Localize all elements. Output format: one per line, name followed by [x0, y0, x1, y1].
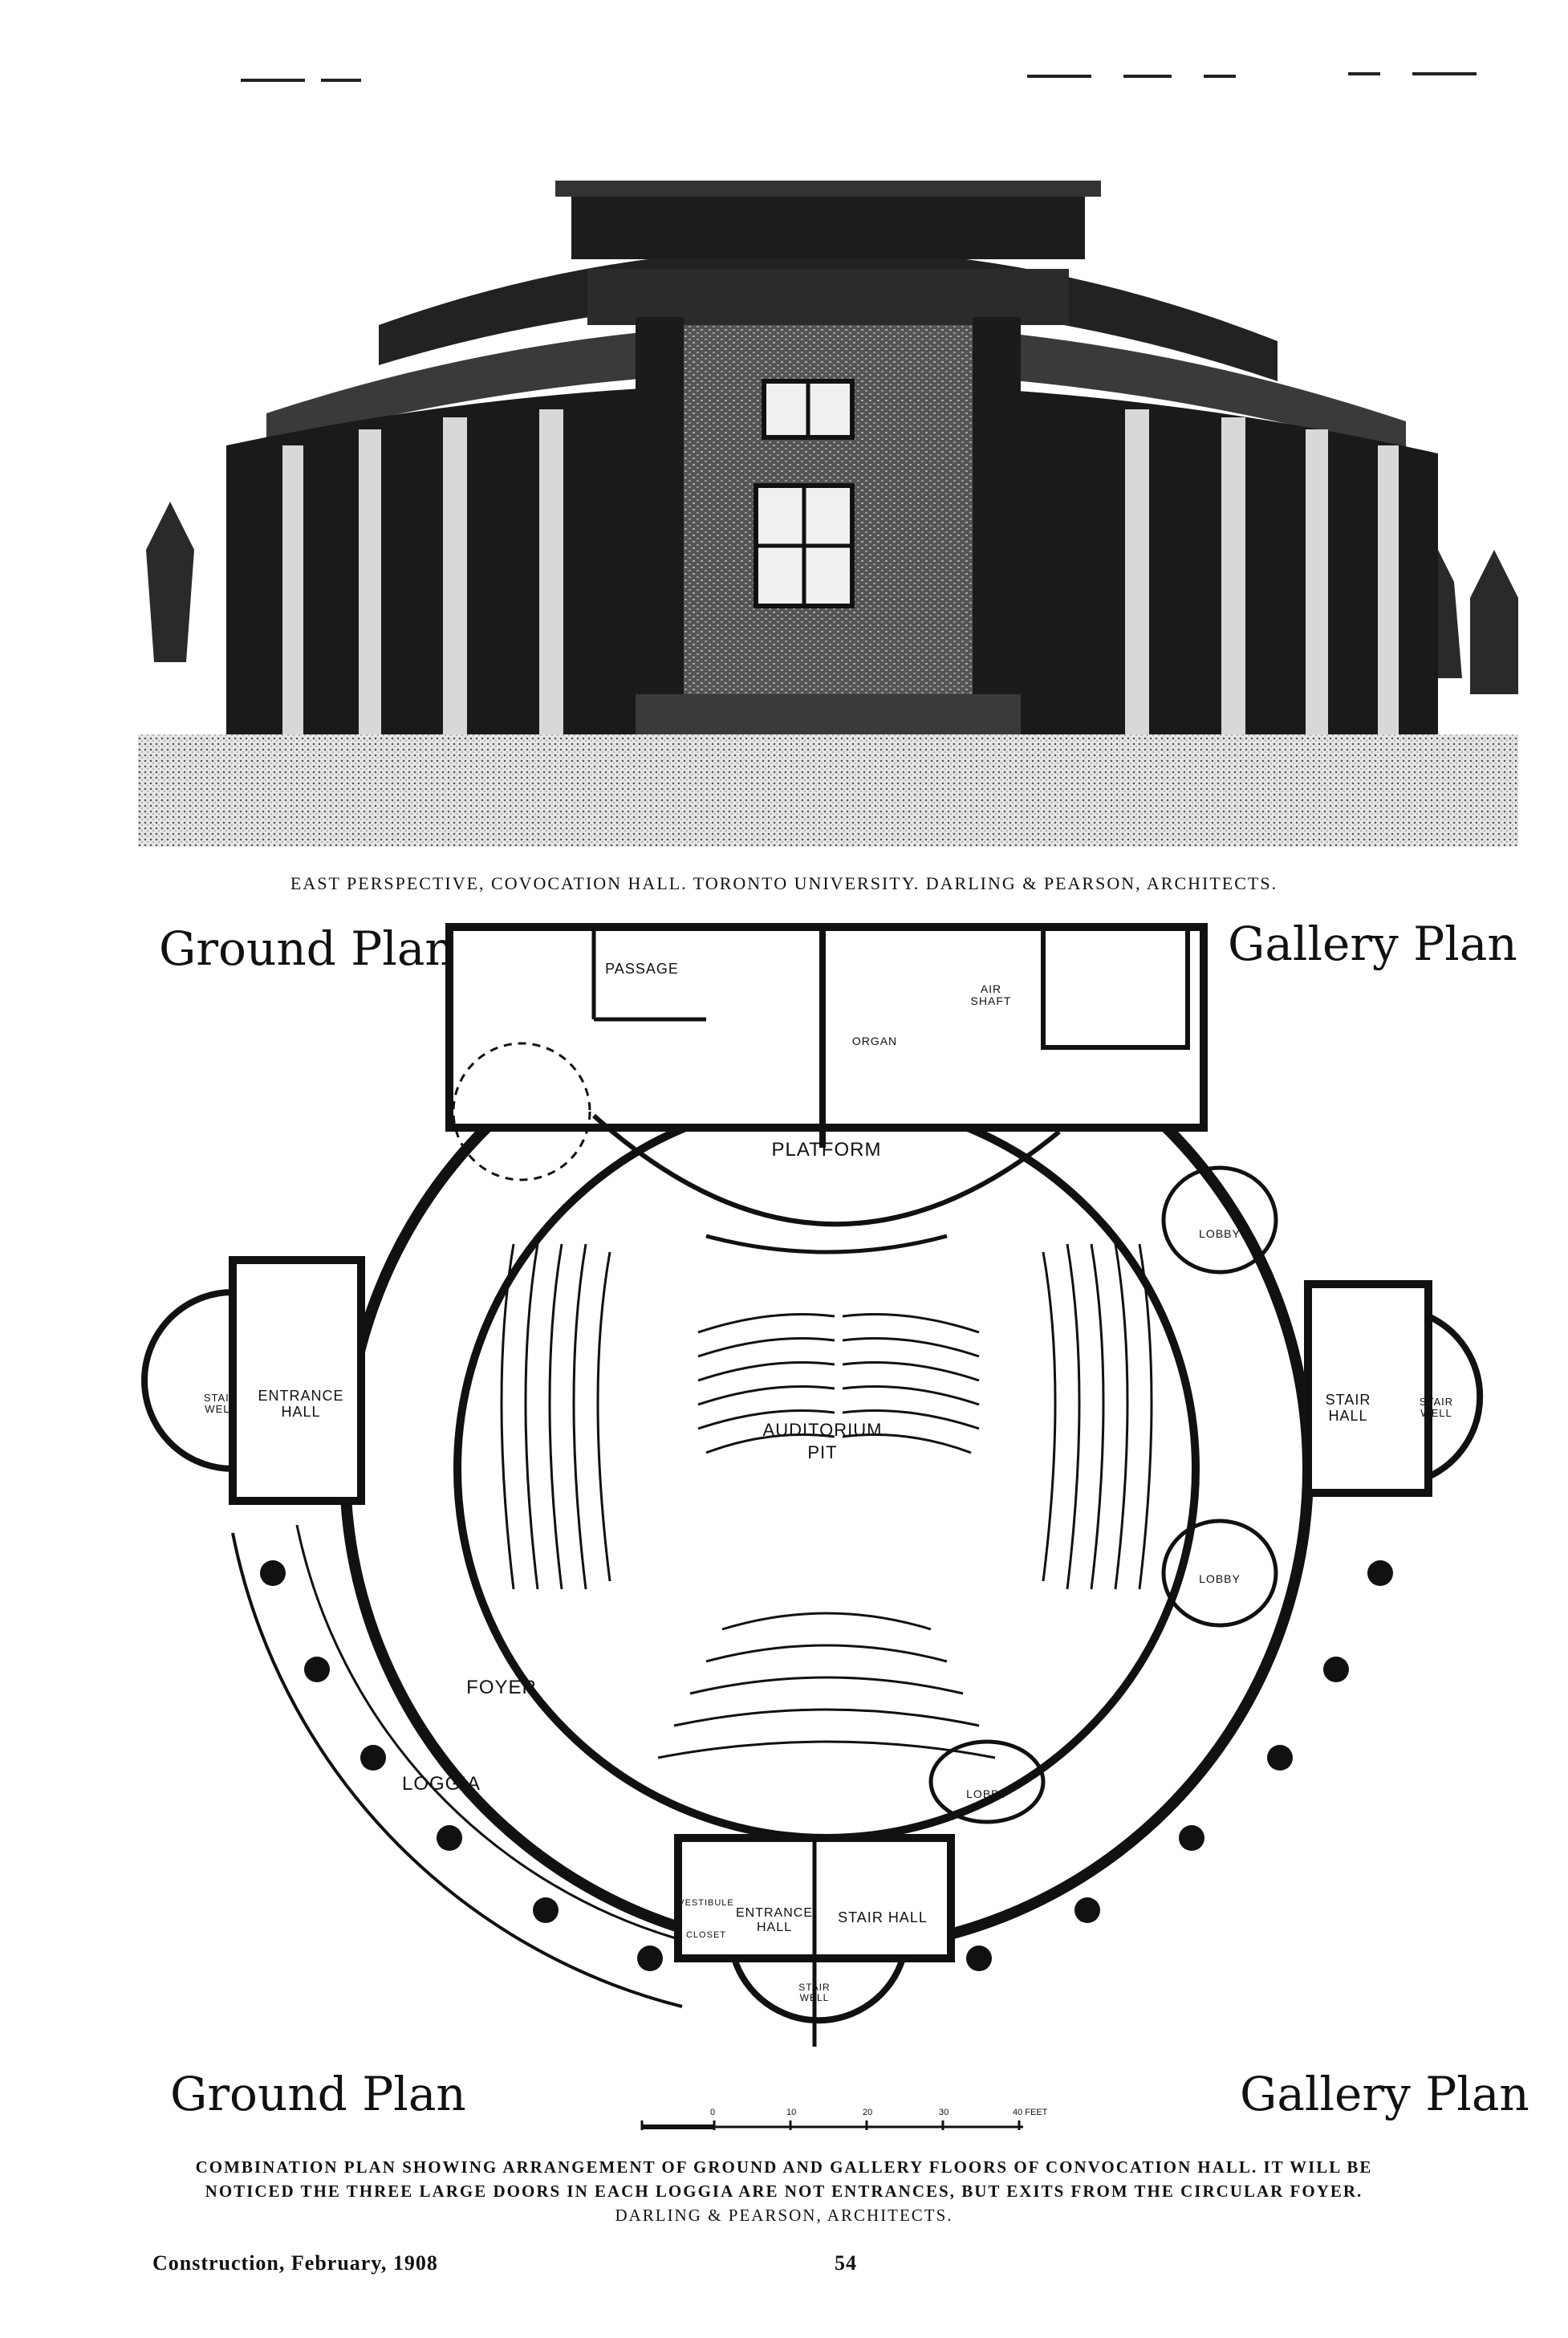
stair-well-left-label: STAIR WELL: [203, 1392, 238, 1416]
photo-caption: EAST PERSPECTIVE, COVOCATION HALL. TORON…: [290, 873, 1278, 893]
entrance-hall-bottom-label: ENTRANCE HALL: [735, 1906, 813, 1934]
lobby-upper-label: LOBBY: [1199, 1227, 1241, 1240]
scale-label-0: 0: [710, 2108, 716, 2117]
auditorium-label: AUDITORIUM: [762, 1420, 883, 1440]
entrance-hall-left-label: ENTRANCE HALL: [258, 1388, 344, 1420]
lobby-lower-label: LOBBY: [1199, 1572, 1241, 1585]
passage-label: PASSAGE: [605, 961, 679, 977]
vestibule-label: VESTIBULE: [678, 1898, 734, 1908]
stair-hall-bottom-label: STAIR HALL: [838, 1909, 928, 1925]
scale-bar: [640, 2120, 1023, 2130]
plan-caption-line-3: DARLING & PEARSON, ARCHITECTS.: [615, 2206, 953, 2225]
plan-caption-line-2: NOTICED THE THREE LARGE DOORS IN EACH LO…: [205, 2181, 1363, 2201]
page-number: 54: [835, 2251, 857, 2275]
scale-label-20: 20: [863, 2108, 873, 2117]
stair-well-bottom-label: STAIR WELL: [798, 1982, 831, 2004]
stair-hall-right-label: STAIR HALL: [1325, 1392, 1371, 1424]
floor-plan-drawing: [141, 923, 1484, 2047]
organ-label: ORGAN: [851, 1035, 898, 1047]
gallery-plan-heading-top: Gallery Plan: [1228, 917, 1517, 971]
foyer-label: FOYER: [466, 1677, 537, 1698]
top-edge-marks: [241, 72, 1477, 82]
east-perspective-photo: [138, 181, 1518, 847]
platform-label: PLATFORM: [771, 1139, 882, 1161]
scale-label-10: 10: [786, 2108, 797, 2117]
plan-caption-line-1: COMBINATION PLAN SHOWING ARRANGEMENT OF …: [195, 2157, 1373, 2177]
scale-label-30: 30: [939, 2108, 949, 2117]
ground-plan-heading-bottom: Ground Plan: [170, 2067, 466, 2121]
loggia-label: LOGGIA: [401, 1773, 481, 1795]
pit-label: PIT: [807, 1442, 838, 1462]
scale-label-40: 40 FEET: [1013, 2108, 1048, 2117]
stair-well-right-label: STAIR WELL: [1419, 1396, 1454, 1420]
gallery-plan-heading-bottom: Gallery Plan: [1240, 2067, 1529, 2121]
air-shaft-label: AIR SHAFT: [970, 982, 1012, 1008]
ground-plan-heading-top: Ground Plan: [159, 921, 455, 976]
lobby-bottom-label: LOBBY: [966, 1787, 1008, 1800]
publication-footer: Construction, February, 1908: [152, 2251, 438, 2275]
closet-label: CLOSET: [685, 1930, 726, 1940]
